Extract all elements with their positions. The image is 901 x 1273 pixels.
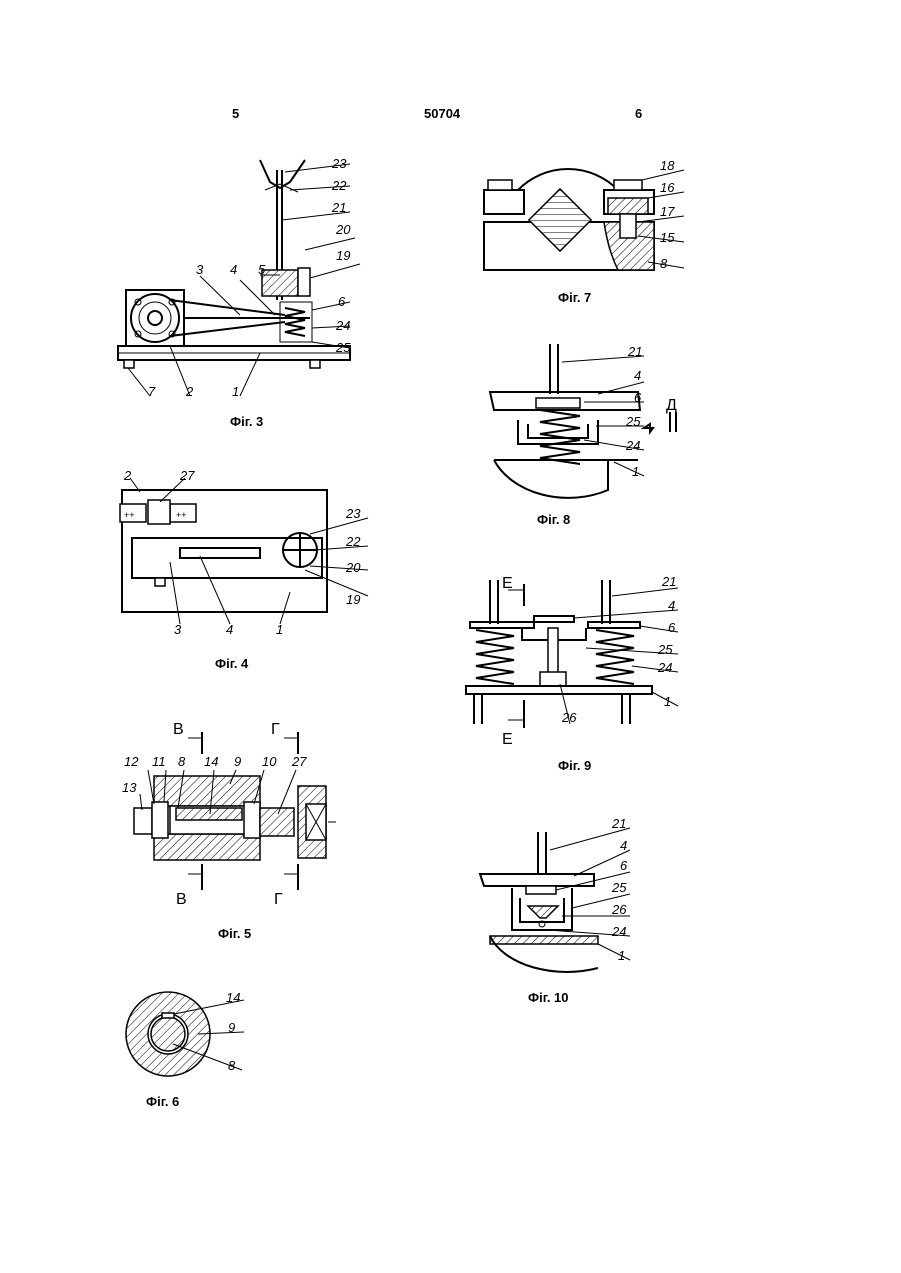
fig10-label-1: 1 bbox=[618, 948, 625, 963]
fig8-label-25: 25 bbox=[625, 414, 641, 429]
figure-3-drawing: 23 22 21 20 19 3 4 5 6 24 25 7 2 1 bbox=[110, 150, 380, 400]
fig7-label-8: 8 bbox=[660, 256, 668, 271]
fig3-label-24: 24 bbox=[335, 318, 350, 333]
fig9-section-mark-e-top: E bbox=[502, 575, 513, 592]
fig3-label-2: 2 bbox=[185, 384, 194, 399]
fig7-label-18: 18 bbox=[660, 158, 675, 173]
fig5-section-mark-v-bottom: B bbox=[176, 891, 187, 908]
fig3-label-6: 6 bbox=[338, 294, 346, 309]
fig4-label-3: 3 bbox=[174, 622, 182, 637]
fig8-label-1: 1 bbox=[632, 464, 639, 479]
fig5-label-9: 9 bbox=[234, 754, 241, 769]
fig10-label-4: 4 bbox=[620, 838, 627, 853]
fig5-label-13: 13 bbox=[122, 780, 137, 795]
fig3-label-22: 22 bbox=[331, 178, 347, 193]
fig4-label-20: 20 bbox=[345, 560, 361, 575]
fig10-label-25: 25 bbox=[611, 880, 627, 895]
fig3-label-4: 4 bbox=[230, 262, 237, 277]
fig9-label-24: 24 bbox=[657, 660, 672, 675]
fig10-label-24: 24 bbox=[611, 924, 626, 939]
figure-6-caption: Фіг. 6 bbox=[146, 1094, 179, 1109]
figure-9-drawing: E E 21 4 6 25 24 1 26 bbox=[462, 566, 698, 750]
fig6-label-14: 14 bbox=[226, 990, 240, 1005]
fig3-label-23: 23 bbox=[331, 156, 347, 171]
patent-number: 50704 bbox=[424, 106, 460, 121]
fig4-label-27: 27 bbox=[179, 468, 195, 483]
figure-5-caption: Фіг. 5 bbox=[218, 926, 251, 941]
fig4-label-19: 19 bbox=[346, 592, 360, 607]
fig10-label-21: 21 bbox=[611, 816, 626, 831]
fig5-label-14: 14 bbox=[204, 754, 218, 769]
page-number-left: 5 bbox=[232, 106, 239, 121]
fig4-label-23: 23 bbox=[345, 506, 361, 521]
fig9-label-26: 26 bbox=[561, 710, 577, 725]
fig9-label-21: 21 bbox=[661, 574, 676, 589]
figure-7-drawing: 18 16 17 15 8 bbox=[478, 150, 698, 280]
fig5-label-8: 8 bbox=[178, 754, 186, 769]
fig3-label-1: 1 bbox=[232, 384, 239, 399]
figure-4-caption: Фіг. 4 bbox=[215, 656, 248, 671]
fig9-label-6: 6 bbox=[668, 620, 676, 635]
figure-3-caption: Фіг. 3 bbox=[230, 414, 263, 429]
fig5-section-mark-g-bottom: Г bbox=[274, 891, 283, 908]
figure-10-caption: Фіг. 10 bbox=[528, 990, 569, 1005]
fig9-section-mark-e-bottom: E bbox=[502, 731, 513, 748]
fig10-label-6: 6 bbox=[620, 858, 628, 873]
fig4-label-2: 2 bbox=[123, 468, 132, 483]
fig5-label-10: 10 bbox=[262, 754, 277, 769]
fig3-label-20: 20 bbox=[335, 222, 351, 237]
fig3-label-5: 5 bbox=[258, 262, 266, 277]
fig9-label-1: 1 bbox=[664, 694, 671, 709]
fig7-label-16: 16 bbox=[660, 180, 675, 195]
fig6-label-9: 9 bbox=[228, 1020, 235, 1035]
fig9-label-4: 4 bbox=[668, 598, 675, 613]
fig3-label-7: 7 bbox=[148, 384, 156, 399]
fig5-section-mark-v-top: B bbox=[173, 721, 184, 738]
fig10-label-26: 26 bbox=[611, 902, 627, 917]
fig7-label-17: 17 bbox=[660, 204, 675, 219]
fig3-label-3: 3 bbox=[196, 262, 204, 277]
figure-5-drawing: B Г B Г 12 11 8 14 9 10 27 13 bbox=[118, 714, 358, 914]
fig5-label-27: 27 bbox=[291, 754, 307, 769]
fig8-label-6: 6 bbox=[634, 390, 642, 405]
fig8-label-24: 24 bbox=[625, 438, 640, 453]
fig7-label-15: 15 bbox=[660, 230, 675, 245]
fig3-label-19: 19 bbox=[336, 248, 350, 263]
figure-6-drawing: 14 9 8 bbox=[118, 986, 258, 1086]
figure-8-drawing: 21 4 6 25 24 1 Д bbox=[488, 340, 698, 500]
motor-housing bbox=[126, 290, 184, 346]
fig8-label-4: 4 bbox=[634, 368, 641, 383]
fig6-label-8: 8 bbox=[228, 1058, 236, 1073]
fig8-section-mark-d: Д bbox=[666, 397, 677, 414]
figure-4-drawing: ++ ++ 2 27 23 22 20 19 3 4 1 bbox=[110, 462, 380, 642]
fig4-label-4: 4 bbox=[226, 622, 233, 637]
page-number-right: 6 bbox=[635, 106, 642, 121]
fig3-label-21: 21 bbox=[331, 200, 346, 215]
fig9-label-25: 25 bbox=[657, 642, 673, 657]
svg-text:++: ++ bbox=[176, 510, 187, 520]
figure-10-drawing: 21 4 6 25 26 24 1 bbox=[476, 812, 698, 978]
figure-8-caption: Фіг. 8 bbox=[537, 512, 570, 527]
fig5-label-11: 11 bbox=[152, 754, 166, 769]
figure-9-caption: Фіг. 9 bbox=[558, 758, 591, 773]
fig4-label-1: 1 bbox=[276, 622, 283, 637]
fig3-label-25: 25 bbox=[335, 340, 351, 355]
svg-text:++: ++ bbox=[124, 510, 135, 520]
fig5-label-12: 12 bbox=[124, 754, 139, 769]
fig8-label-21: 21 bbox=[627, 344, 642, 359]
fig5-section-mark-g-top: Г bbox=[271, 721, 280, 738]
figure-7-caption: Фіг. 7 bbox=[558, 290, 591, 305]
fig4-label-22: 22 bbox=[345, 534, 361, 549]
